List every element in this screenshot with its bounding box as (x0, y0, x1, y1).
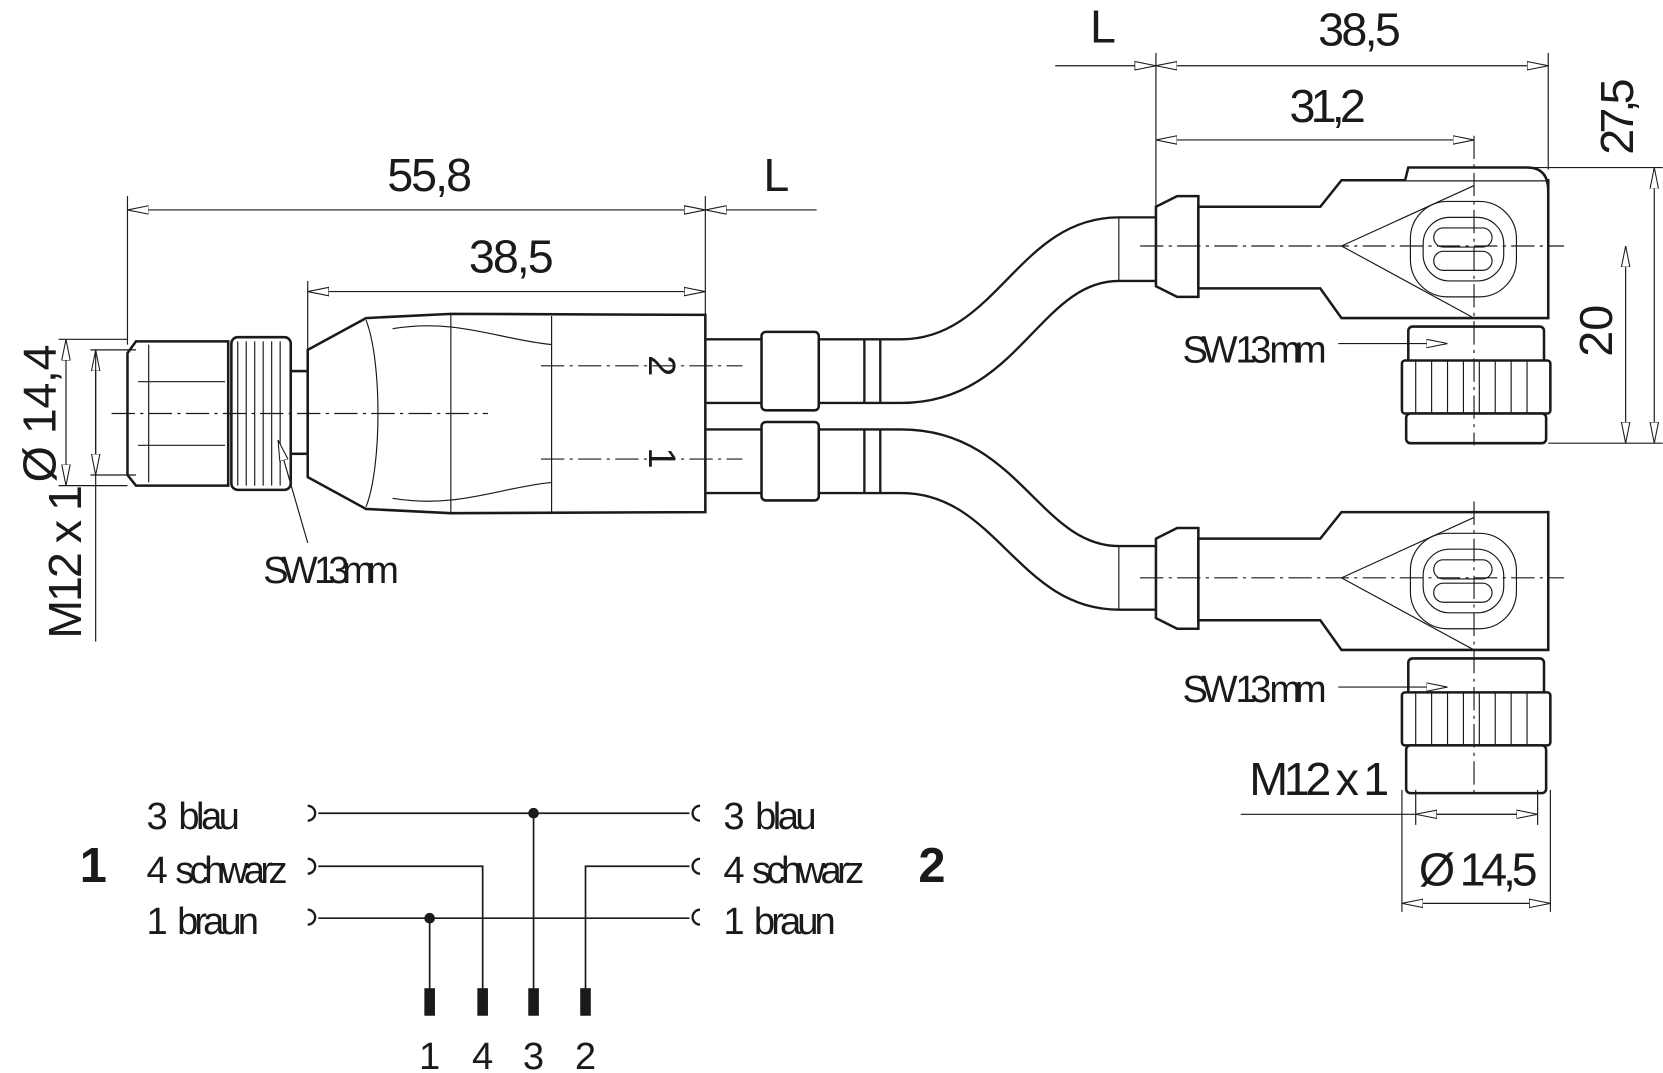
right-connector-lower (1140, 501, 1565, 799)
pin-label: 4 (472, 1035, 493, 1073)
dim-right-body: 31,2 (1290, 80, 1366, 132)
dim-right-wrench-lower: SW 13 mm (1182, 668, 1326, 711)
dim-right-axis-height: 20 (1570, 305, 1622, 357)
wiring-connector-2-label: 2 (918, 839, 945, 893)
right-wire-blau: 3 blau (723, 795, 816, 838)
wiring-connector-1-label: 1 (80, 839, 107, 893)
dim-left-diameter: Ø 14,4 (13, 345, 65, 483)
marking-1: 1 (640, 447, 683, 468)
dim-right-thread: M12 x 1 (1249, 753, 1389, 805)
dimension-lines (58, 53, 1663, 912)
dim-right-wrench-upper: SW 13 mm (1182, 329, 1326, 372)
dim-left-cable: L (763, 149, 789, 201)
dim-left-wrench: SW 13mm (263, 549, 399, 592)
dim-left-thread: M12 x 1 (39, 485, 91, 639)
wiring-diagram (307, 804, 701, 1016)
right-wire-braun: 1 braun (723, 900, 835, 943)
cable-upper (705, 216, 1156, 412)
dim-right-height: 27,5 (1591, 78, 1643, 154)
cable-lower (705, 420, 1156, 611)
left-wire-braun: 1 braun (147, 900, 259, 943)
left-wire-schwarz: 4 schwarz (147, 849, 288, 892)
right-wire-schwarz: 4 schwarz (723, 849, 864, 892)
dim-right-cable: L (1090, 0, 1116, 52)
y-splitter-body: 2 1 (306, 312, 707, 515)
pin-label: 1 (419, 1035, 440, 1073)
dim-left-body: 38,5 (469, 230, 554, 282)
left-wire-blau: 3 blau (147, 795, 240, 838)
pin-label: 3 (523, 1035, 544, 1073)
dim-right-total: 38,5 (1318, 4, 1401, 56)
pin-label: 2 (575, 1035, 596, 1073)
dim-right-diameter: Ø 14,5 (1419, 843, 1538, 895)
right-connector-upper (1154, 166, 1552, 445)
dim-left-total: 55,8 (387, 149, 472, 201)
